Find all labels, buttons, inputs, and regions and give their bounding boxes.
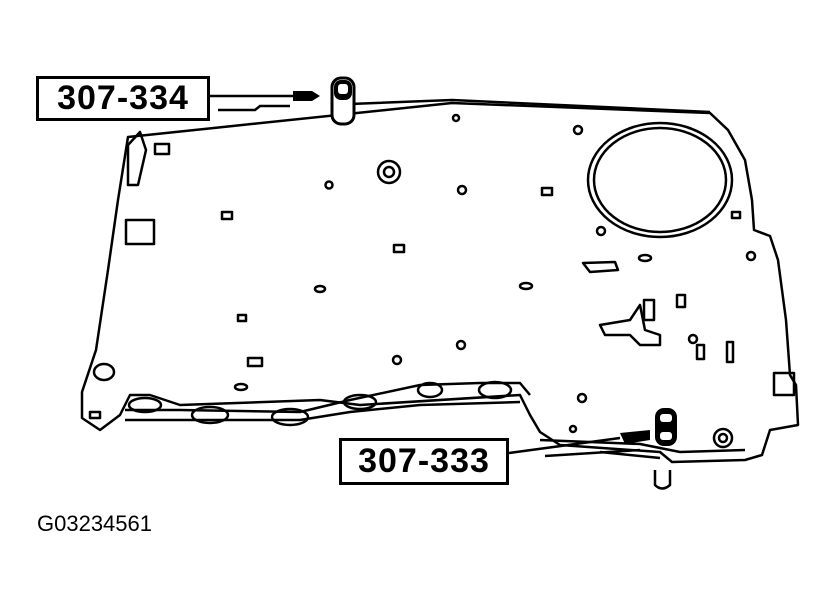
valve-body-outline xyxy=(80,101,800,464)
arrow-bottom xyxy=(620,430,650,444)
small-holes xyxy=(220,113,757,434)
upper-locating-pin xyxy=(330,76,356,126)
arrow-top xyxy=(293,91,320,101)
callout-label-307-333: 307-333 xyxy=(339,438,509,485)
callout-label-307-334: 307-334 xyxy=(36,76,210,121)
figure-id-label: G03234561 xyxy=(37,511,152,536)
accumulator-bore xyxy=(586,121,734,239)
lower-locating-pin xyxy=(655,408,677,446)
